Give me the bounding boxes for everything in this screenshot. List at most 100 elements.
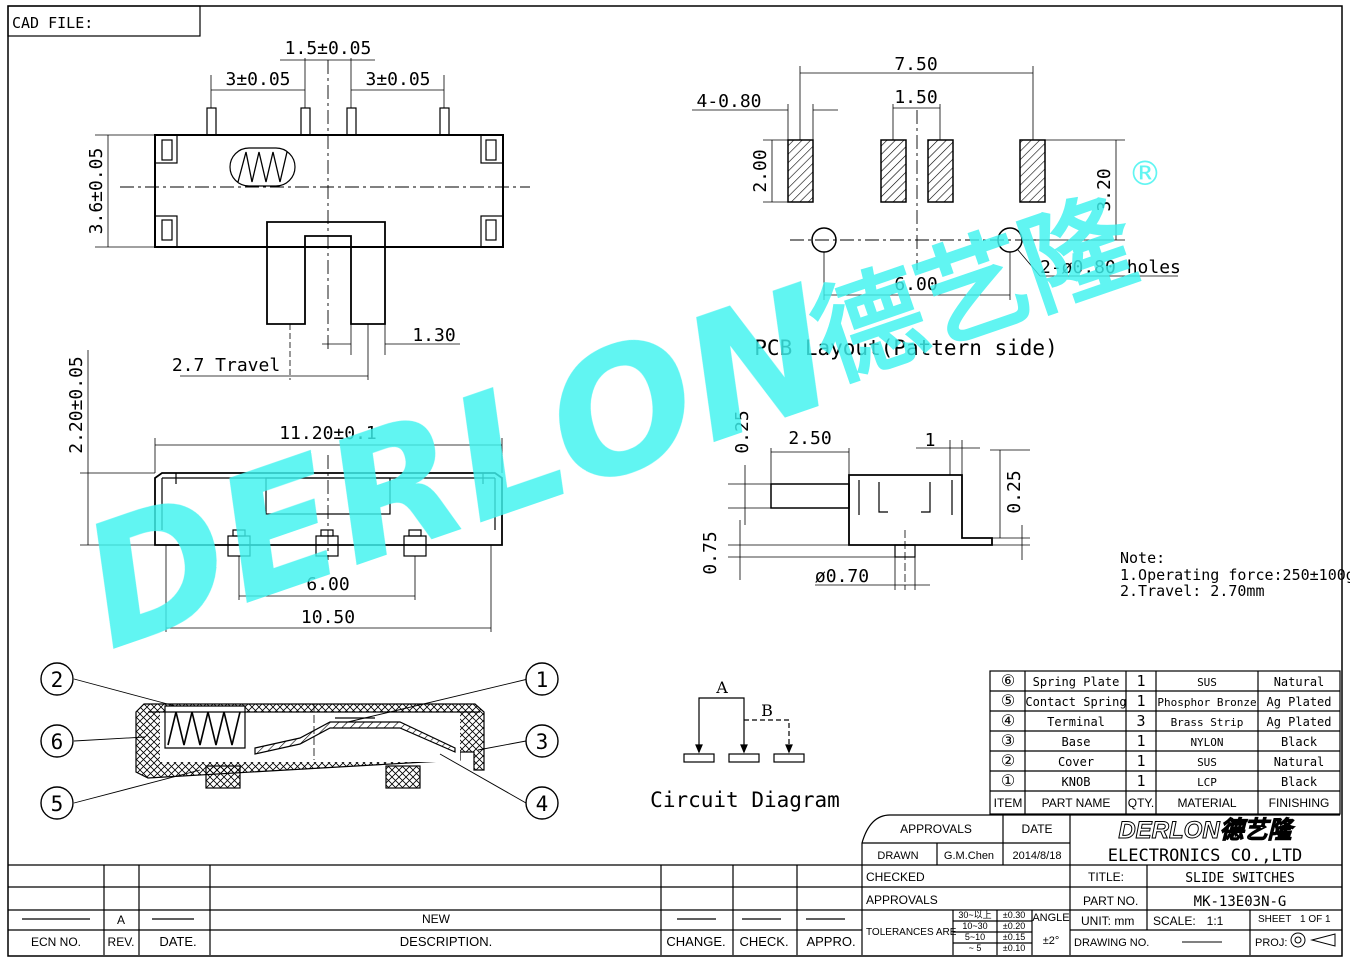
watermark-cn-text: 德艺隆	[797, 175, 1153, 404]
tol-value: ±0.30	[1003, 910, 1025, 920]
section-leaders	[73, 678, 529, 804]
dim-top-height: 3.6±0.05	[86, 148, 107, 235]
tb-part-no-value: MK-13E03N-G	[1194, 894, 1287, 910]
bom-header-finishing: FINISHING	[1269, 796, 1330, 810]
bom-cell-qty: 1	[1136, 752, 1145, 770]
dim-pitch-left: 3±0.05	[225, 69, 290, 90]
bom-cell-finishing: Natural	[1274, 755, 1325, 769]
bom-header-name: PART NAME	[1042, 796, 1111, 810]
pcb-layout	[692, 66, 1178, 300]
bom-cell-finishing: Ag Plated	[1266, 715, 1331, 729]
tb-angle-value: ±2°	[1043, 935, 1060, 947]
bom-header-qty: QTY.	[1128, 796, 1154, 810]
bom-cell-item: ④	[1001, 711, 1015, 730]
title-block-lines	[861, 814, 1342, 955]
bom-header-material: MATERIAL	[1177, 796, 1236, 810]
watermark-text: DERLON	[59, 249, 858, 689]
rev-header-ecn: ECN NO.	[31, 935, 81, 949]
bom-cell-qty: 1	[1136, 692, 1145, 710]
tb-title-label: TITLE:	[1088, 870, 1124, 884]
tb-unit: UNIT: mm	[1081, 914, 1134, 928]
bom-cell-item: ①	[1001, 771, 1015, 790]
bom-cell-material: Brass Strip	[1171, 716, 1244, 729]
tol-value: ±0.10	[1003, 943, 1025, 953]
bom-header-item: ITEM	[994, 796, 1023, 810]
bom-cell-name: Contact Spring	[1025, 695, 1126, 709]
tol-range: 5~10	[965, 932, 985, 942]
bom-cell-qty: 1	[1136, 732, 1145, 750]
callout-6: 6	[51, 730, 64, 754]
tb-checked: CHECKED	[866, 870, 925, 884]
pcb-holes-label: 2-ø0.80 holes	[1040, 257, 1181, 278]
dim-knob: 1.30	[412, 325, 455, 346]
bom-cell-name: Spring Plate	[1033, 675, 1120, 689]
tb-sheet-value: 1 OF 1	[1300, 914, 1331, 925]
projection-symbol-icon	[1290, 932, 1336, 948]
bom-cell-material: SUS	[1197, 756, 1217, 769]
tb-scale: SCALE:	[1153, 914, 1196, 928]
pcb-dim-row-gap: 3.20	[1094, 168, 1115, 211]
tol-value: ±0.15	[1003, 932, 1025, 942]
tb-proj: PROJ:	[1255, 937, 1287, 949]
callout-3: 3	[536, 730, 549, 754]
bom-cell-material: LCP	[1197, 776, 1217, 789]
bom-cell-item: ⑥	[1001, 671, 1015, 690]
bom-cell-finishing: Black	[1281, 735, 1318, 749]
section-view	[135, 703, 485, 789]
circuit-diagram	[683, 697, 805, 763]
front-dim-length: 11.20±0.1	[279, 423, 377, 444]
tb-scale-value: 1:1	[1207, 914, 1224, 928]
callout-4: 4	[536, 792, 549, 816]
tb-drawn: DRAWN	[877, 850, 918, 862]
callout-5: 5	[51, 792, 64, 816]
tol-value: ±0.20	[1003, 921, 1025, 931]
bom-cell-material: Phosphor Bronze	[1157, 696, 1256, 709]
notes-line2: 2.Travel: 2.70mm	[1120, 582, 1265, 600]
bom-cell-qty: 3	[1136, 712, 1145, 730]
bom-cell-item: ⑤	[1001, 691, 1015, 710]
circuit-label-b: B	[761, 701, 773, 720]
bom-cell-name: Cover	[1058, 755, 1094, 769]
dim-pitch-center: 1.5±0.05	[285, 38, 372, 59]
bom-table	[989, 670, 1341, 815]
pcb-title: PCB Layout(Pattern side)	[754, 336, 1057, 360]
cad-file-box	[7, 5, 201, 37]
brand-watermark: DERLON 德艺隆 ®	[59, 154, 1162, 689]
bom-cell-name: Base	[1062, 735, 1091, 749]
dim-pitch-right: 3±0.05	[365, 69, 430, 90]
tb-angle: ANGLE	[1032, 912, 1069, 924]
bom-cell-qty: 1	[1136, 772, 1145, 790]
bom-cell-name: Terminal	[1047, 715, 1105, 729]
bom-cell-finishing: Black	[1281, 775, 1318, 789]
rev-header-rev: REV.	[108, 935, 135, 949]
side-dim-one: 1	[925, 430, 936, 451]
callout-2: 2	[51, 668, 64, 692]
tb-sheet: SHEET	[1258, 914, 1291, 925]
tb-part-no-label: PART NO.	[1083, 894, 1138, 908]
tol-range: ~ 5	[969, 943, 982, 953]
tolerance-rows: 30~以上 ±0.30 10~30 ±0.20 5~10 ±0.15 ~ 5 ±0.10	[958, 910, 1025, 953]
side-dim-right: 0.25	[1004, 470, 1025, 513]
rev-header-description: DESCRIPTION.	[400, 934, 492, 949]
side-dim-bottom: 0.75	[700, 531, 721, 574]
side-dim-pin: ø0.70	[815, 566, 869, 587]
top-view	[95, 58, 530, 380]
revision-block-lines	[8, 864, 862, 955]
notes-title: Note:	[1120, 549, 1165, 567]
front-view	[80, 350, 503, 632]
bom-cell-qty: 1	[1136, 672, 1145, 690]
front-dim-height: 2.20±0.05	[66, 356, 87, 454]
bom-cell-material: SUS	[1197, 676, 1217, 689]
callout-1: 1	[536, 668, 549, 692]
watermark-reg: ®	[1128, 154, 1162, 194]
tb-approvals2: APPROVALS	[866, 893, 938, 907]
tb-drawing-no: DRAWING NO.	[1074, 937, 1149, 949]
tb-company: ELECTRONICS CO.,LTD	[1108, 846, 1302, 866]
tol-range: 10~30	[962, 921, 987, 931]
pcb-dim-center-pitch: 1.50	[894, 87, 937, 108]
rev-header-appro: APPRO.	[806, 934, 855, 949]
tol-range: 30~以上	[958, 910, 991, 920]
rev-new: NEW	[422, 912, 451, 926]
